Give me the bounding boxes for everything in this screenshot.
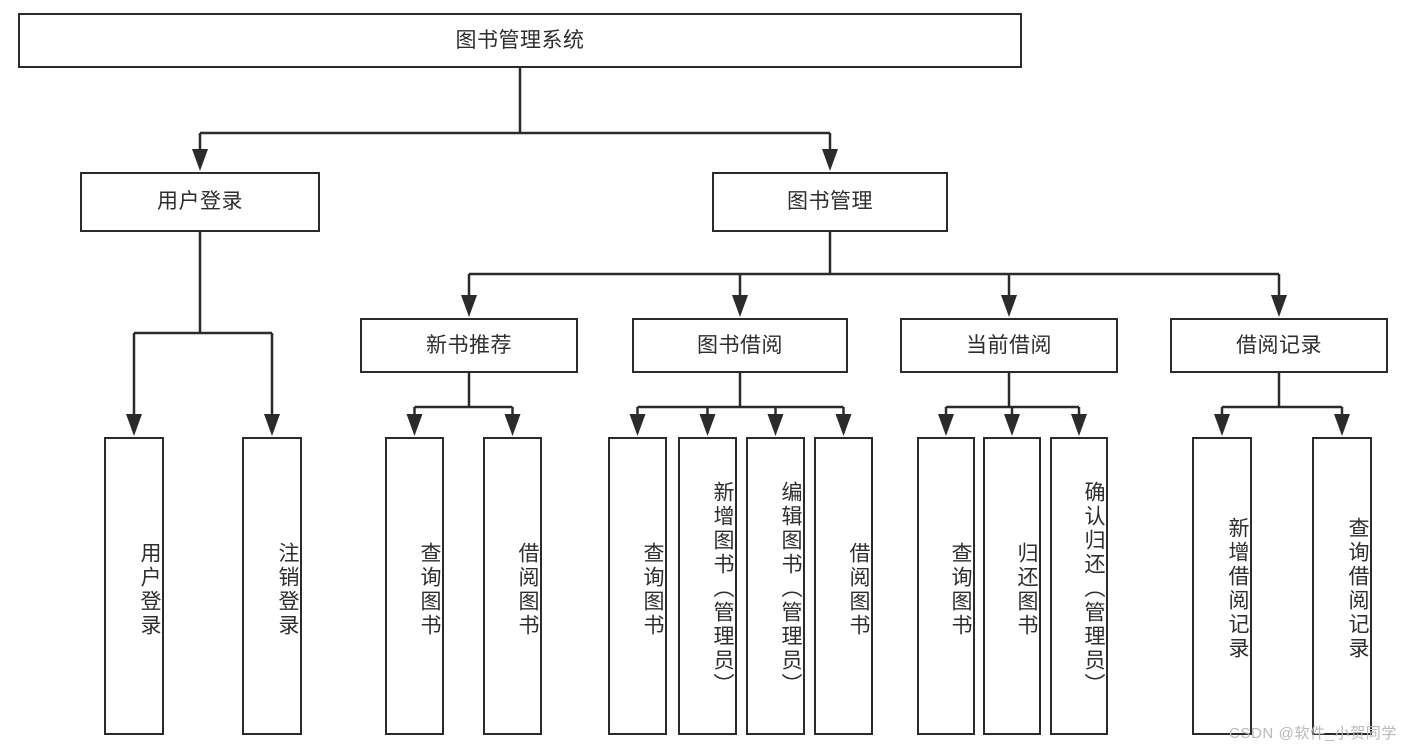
node-label: 归还图书 xyxy=(1015,542,1038,638)
arrowhead xyxy=(699,414,716,436)
node-leaf-borrow-book-2[interactable]: 借阅图书 xyxy=(814,437,873,735)
node-label: 查询借阅记录 xyxy=(1346,517,1369,661)
arrowhead xyxy=(767,414,784,436)
arrowhead xyxy=(629,414,646,436)
node-new-book-rec[interactable]: 新书推荐 xyxy=(360,318,578,373)
arrowhead xyxy=(1071,414,1087,436)
node-label: 新增借阅记录 xyxy=(1226,517,1249,661)
node-leaf-query-book-3[interactable]: 查询图书 xyxy=(917,437,975,735)
node-leaf-borrow-book-1[interactable]: 借阅图书 xyxy=(483,437,542,735)
arrowhead xyxy=(192,149,208,171)
arrowhead xyxy=(732,295,748,317)
node-label: 新增图书（管理员） xyxy=(711,481,734,697)
arrowhead xyxy=(406,414,423,436)
watermark: CSDN @软件_小贺同学 xyxy=(1228,725,1397,742)
node-label: 图书管理 xyxy=(787,190,873,214)
arrowhead xyxy=(1271,295,1287,317)
node-leaf-query-record[interactable]: 查询借阅记录 xyxy=(1312,437,1372,735)
node-label: 注销登录 xyxy=(276,542,299,638)
node-label: 查询图书 xyxy=(418,542,441,638)
node-label: 查询图书 xyxy=(949,542,972,638)
node-label: 图书借阅 xyxy=(697,333,783,357)
node-borrow-record[interactable]: 借阅记录 xyxy=(1170,318,1388,373)
node-current-borrow[interactable]: 当前借阅 xyxy=(900,318,1118,373)
arrowhead xyxy=(822,149,838,171)
node-root[interactable]: 图书管理系统 xyxy=(18,13,1022,68)
arrowhead xyxy=(1334,414,1350,436)
arrowhead xyxy=(1001,295,1017,317)
arrowhead xyxy=(938,414,954,436)
node-leaf-add-record[interactable]: 新增借阅记录 xyxy=(1192,437,1252,735)
node-label: 借阅图书 xyxy=(516,542,539,638)
arrowhead xyxy=(264,414,280,436)
node-label: 图书管理系统 xyxy=(455,28,585,52)
node-leaf-user-login[interactable]: 用户登录 xyxy=(104,437,164,735)
node-leaf-add-book[interactable]: 新增图书（管理员） xyxy=(678,437,737,735)
node-leaf-confirm-return[interactable]: 确认归还（管理员） xyxy=(1050,437,1108,735)
node-leaf-edit-book[interactable]: 编辑图书（管理员） xyxy=(746,437,805,735)
node-label: 用户登录 xyxy=(138,542,161,638)
node-label: 新书推荐 xyxy=(426,333,512,357)
arrowhead xyxy=(126,414,142,436)
node-leaf-query-book-2[interactable]: 查询图书 xyxy=(608,437,667,735)
node-leaf-return-book[interactable]: 归还图书 xyxy=(983,437,1041,735)
arrowhead xyxy=(461,295,477,317)
node-label: 编辑图书（管理员） xyxy=(779,481,802,697)
node-book-manage[interactable]: 图书管理 xyxy=(712,172,948,232)
arrowhead xyxy=(504,414,521,436)
node-label: 借阅图书 xyxy=(847,542,870,638)
node-user-login[interactable]: 用户登录 xyxy=(80,172,320,232)
node-leaf-logout[interactable]: 注销登录 xyxy=(242,437,302,735)
arrowhead xyxy=(1214,414,1230,436)
node-book-borrow[interactable]: 图书借阅 xyxy=(632,318,848,373)
node-label: 用户登录 xyxy=(157,190,243,214)
node-label: 借阅记录 xyxy=(1236,333,1322,357)
node-label: 查询图书 xyxy=(641,542,664,638)
node-label: 当前借阅 xyxy=(966,333,1052,357)
node-label: 确认归还（管理员） xyxy=(1082,481,1105,697)
arrowhead xyxy=(1004,414,1020,436)
node-leaf-query-book-1[interactable]: 查询图书 xyxy=(385,437,444,735)
arrowhead xyxy=(835,414,852,436)
